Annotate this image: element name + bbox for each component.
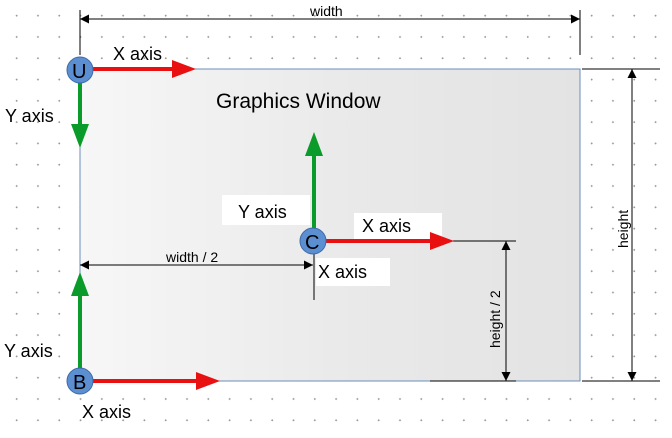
bottom-y-axis-label: Y axis — [4, 341, 53, 361]
half-width-label: width / 2 — [165, 249, 218, 265]
bottom-x-axis-label: X axis — [82, 402, 131, 422]
upper-origin-letter: U — [72, 61, 86, 83]
center-origin-letter: C — [305, 232, 319, 254]
bottom-y-axis-arrowhead — [71, 272, 89, 296]
bottom-x-axis-arrowhead — [196, 372, 220, 390]
width-label: width — [309, 3, 343, 19]
center-origin-marker — [299, 227, 327, 255]
height-label: height — [615, 210, 631, 248]
center-x-label-bg — [354, 213, 442, 239]
center-x-axis-label: X axis — [362, 216, 411, 236]
center-origin: C Y axis X axis X axis — [222, 132, 454, 286]
half-height-label: height / 2 — [487, 290, 503, 348]
upper-origin-marker — [66, 56, 94, 84]
center-x-axis-label-below: X axis — [318, 262, 367, 282]
window-title: Graphics Window — [216, 90, 381, 113]
center-x-axis-arrowhead — [430, 232, 454, 250]
upper-y-axis-label: Y axis — [5, 106, 54, 126]
center-y-axis-arrowhead — [305, 132, 323, 156]
bottom-origin-marker — [66, 367, 94, 395]
center-y-label-bg — [222, 195, 310, 225]
upper-x-axis-label: X axis — [113, 44, 162, 64]
upper-origin: U X axis Y axis — [5, 44, 196, 148]
bottom-origin: B Y axis X axis — [4, 272, 220, 422]
upper-x-axis-arrowhead — [172, 60, 196, 78]
center-y-axis-label: Y axis — [238, 202, 287, 222]
upper-y-axis-arrowhead — [71, 124, 89, 148]
bottom-origin-letter: B — [73, 372, 86, 394]
center-x-label-below-bg — [316, 258, 390, 286]
graphics-window — [79, 68, 581, 382]
